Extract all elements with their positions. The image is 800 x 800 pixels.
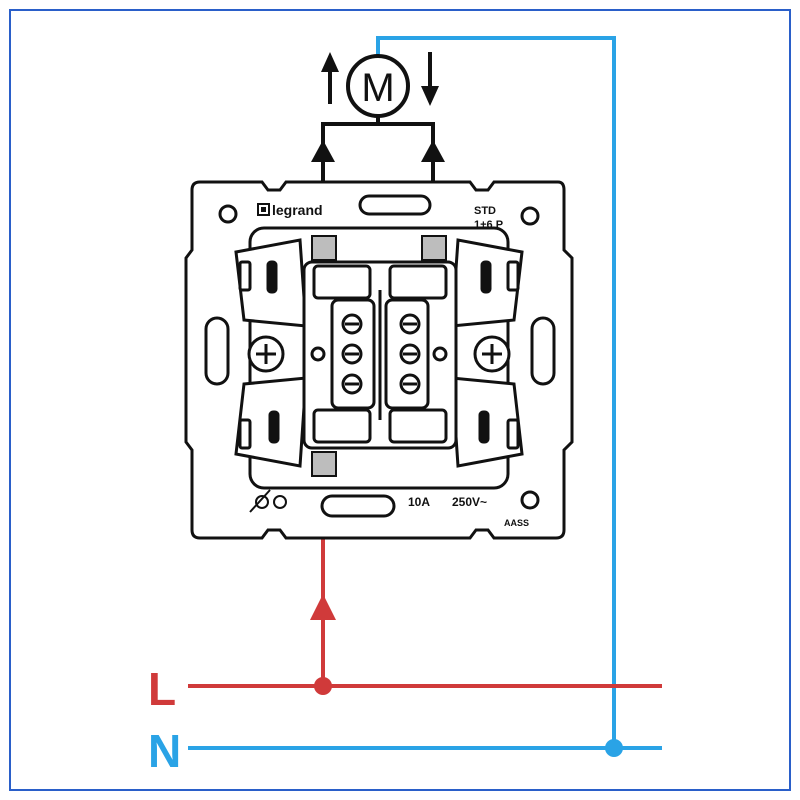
motor-symbol: M	[361, 66, 394, 110]
motor-icon: M	[346, 54, 410, 124]
screw-icon	[247, 335, 511, 373]
side-nubs	[310, 346, 448, 362]
device-code: AASS	[504, 518, 529, 528]
model-line-1: STD	[474, 205, 496, 217]
terminal-symbol-icon	[249, 489, 287, 513]
neutral-label: N	[148, 725, 181, 777]
current-rating: 10A	[408, 495, 430, 509]
brand-name: legrand	[272, 202, 323, 218]
terminal-markers	[311, 235, 447, 477]
arrow-up-icon	[311, 140, 335, 162]
voltage-rating: 250V~	[452, 495, 487, 509]
arrow-down-icon	[421, 52, 439, 106]
screw-icon	[341, 313, 421, 395]
line-label: L	[148, 663, 176, 715]
neutral-junction	[605, 739, 623, 757]
model-line-2: 1+6 P	[474, 219, 503, 231]
output-wires	[321, 122, 435, 236]
brand-logo: legrand	[257, 202, 323, 218]
arrow-up-icon	[321, 52, 339, 104]
arrow-up-icon	[310, 594, 336, 620]
switch-mechanism	[184, 180, 574, 540]
line-junction	[314, 677, 332, 695]
neutral-wire	[188, 36, 662, 750]
arrow-up-icon	[421, 140, 445, 162]
